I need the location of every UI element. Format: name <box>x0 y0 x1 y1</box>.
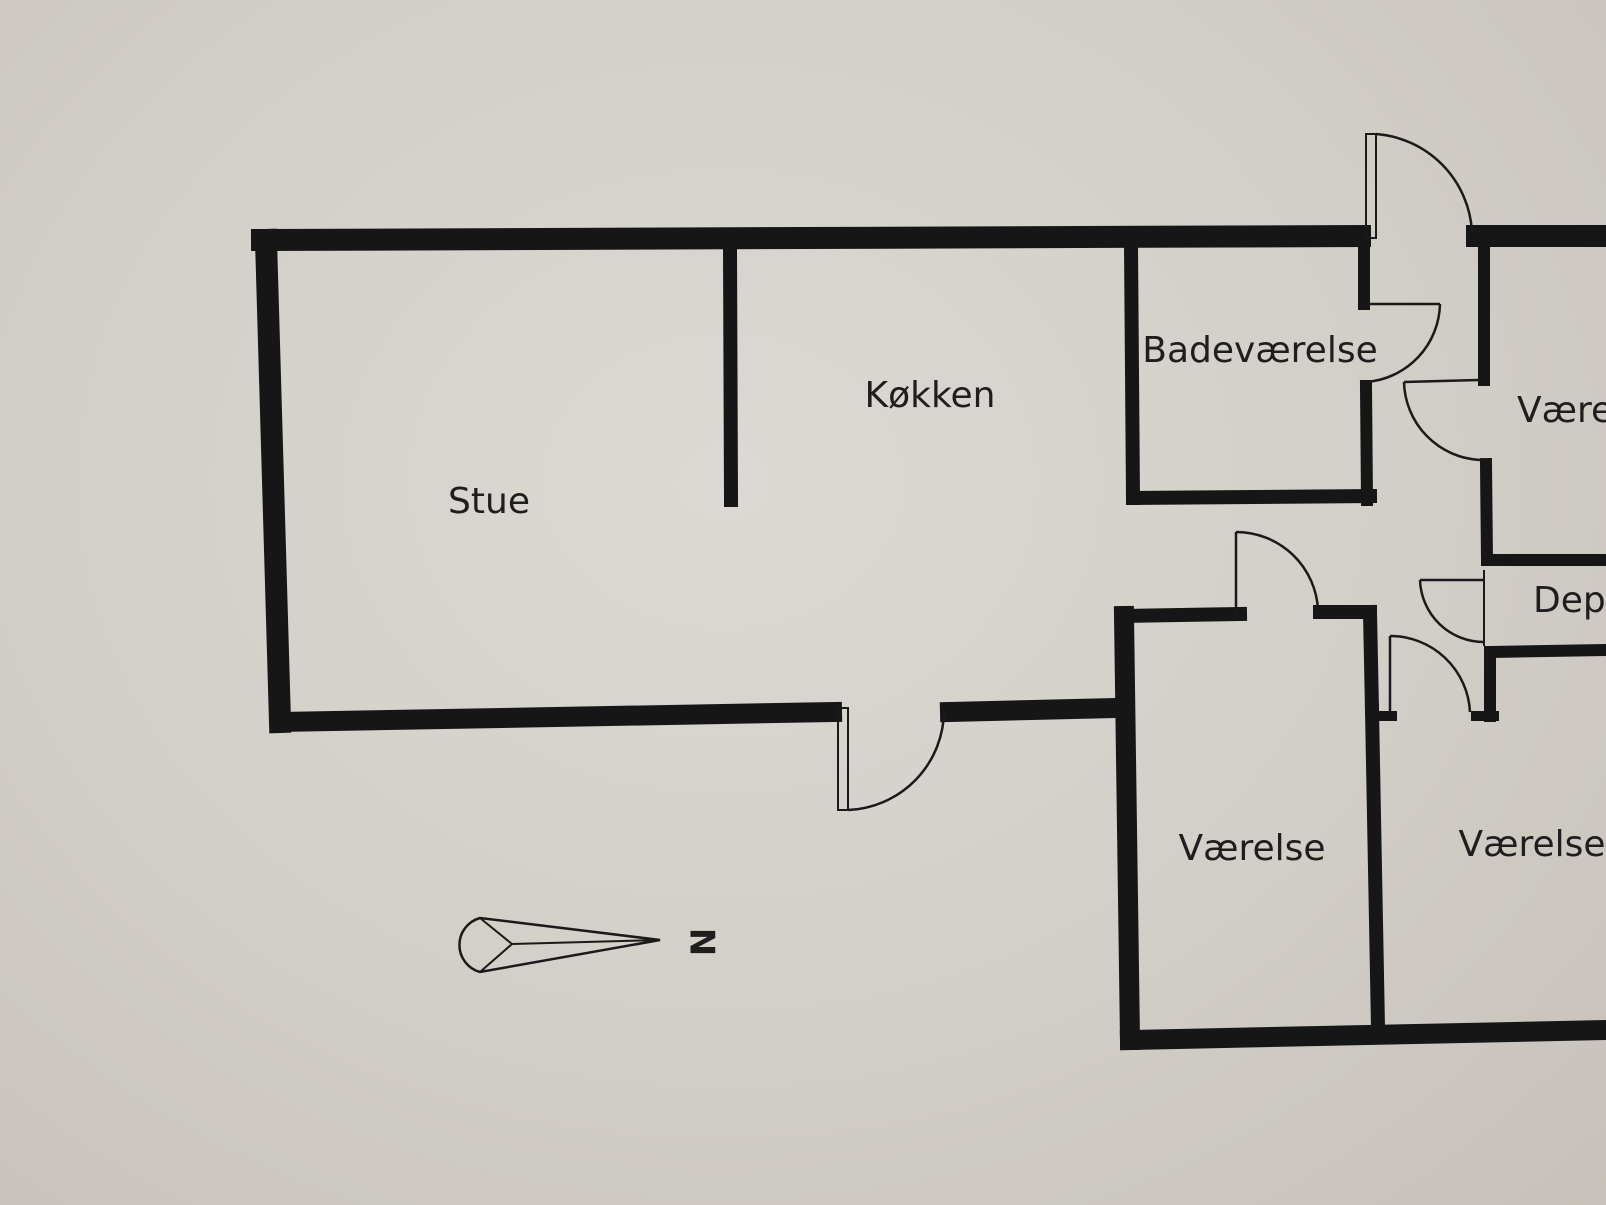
wall-bottom-mid <box>939 697 1127 723</box>
depot-door <box>1418 570 1485 646</box>
wall-bottom-rooms <box>1119 1019 1606 1051</box>
room-label-vaerelse-bottom-right: Værelse <box>1458 824 1605 865</box>
room-label-vaerelse-top-right: Værel <box>1517 390 1606 431</box>
room-tr-door <box>1402 378 1481 462</box>
wall-bath-bottom <box>1125 488 1378 506</box>
wall-bath-right-lower <box>1359 379 1374 507</box>
wall-room-bm-left <box>1113 605 1141 1051</box>
north-arrow: N <box>458 916 722 974</box>
wall-room-tr-lower <box>1479 457 1494 567</box>
wall-left <box>254 228 292 734</box>
wall-depot-bottom <box>1484 643 1606 659</box>
room-label-badevaerelse: Badeværelse <box>1142 330 1377 371</box>
bathroom-door <box>1365 302 1442 384</box>
wall-room-bm-right-upper <box>1362 604 1380 718</box>
wall-room-bm-top-left <box>1116 606 1248 624</box>
north-label: N <box>682 928 722 956</box>
room-br-door <box>1388 634 1472 713</box>
wall-bath-left <box>1123 238 1141 506</box>
room-label-vaerelse-bottom-mid: Værelse <box>1178 828 1325 869</box>
compass-needle-icon <box>479 917 661 973</box>
entrance-door-bottom <box>837 707 946 812</box>
walls <box>250 224 1606 1051</box>
entrance-door-top <box>1365 132 1474 239</box>
wall-room-bm-right-lower <box>1364 702 1386 1036</box>
wall-top-left <box>250 224 1372 252</box>
wall-bottom-left <box>269 701 843 733</box>
room-bm-door <box>1234 530 1320 614</box>
wall-partition-stue <box>722 240 739 508</box>
room-label-kokken: Køkken <box>864 375 995 416</box>
room-label-depot: Depo <box>1533 580 1606 621</box>
room-labels: Stue Køkken Badeværelse Værel Depo Værel… <box>448 330 1606 869</box>
doors <box>837 132 1485 812</box>
room-label-stue: Stue <box>448 481 530 522</box>
compass-icon <box>458 916 661 974</box>
